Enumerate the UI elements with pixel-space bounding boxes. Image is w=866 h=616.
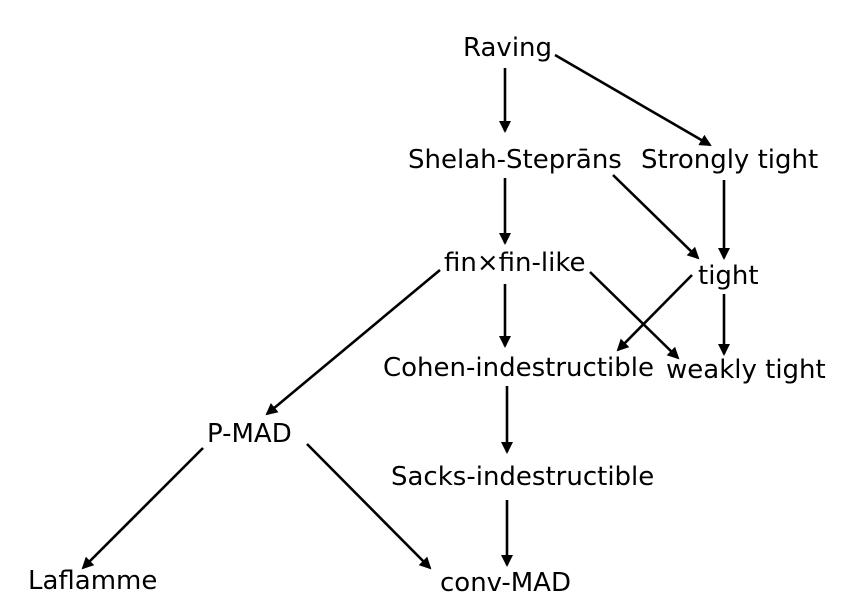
node-fin-fin-like: fin×fin-like (444, 248, 586, 278)
node-tight: tight (698, 261, 759, 291)
node-laflamme: Laflamme (28, 566, 158, 596)
node-weakly-tight: weakly tight (666, 355, 826, 385)
arrow-p-mad-to-conv-mad (306, 443, 432, 570)
arrow-raving-to-strongly-tight (554, 53, 712, 147)
node-shelah-steprans: Shelah-Steprāns (408, 145, 622, 175)
arrow-fin-fin-like-to-weakly-tight (589, 271, 680, 360)
arrow-p-mad-to-laflamme (81, 447, 204, 570)
node-p-mad: P-MAD (207, 419, 292, 449)
node-cohen-indestructible: Cohen-indestructible (383, 353, 654, 383)
node-conv-mad: conv-MAD (440, 568, 571, 598)
arrow-fin-fin-like-to-p-mad (265, 269, 441, 416)
arrow-shelah-steprans-to-tight (612, 174, 700, 260)
node-strongly-tight: Strongly tight (641, 145, 819, 175)
arrow-tight-to-cohen-indestructible (616, 274, 693, 352)
node-raving: Raving (463, 33, 553, 63)
node-sacks-indestructible: Sacks-indestructible (391, 462, 655, 492)
